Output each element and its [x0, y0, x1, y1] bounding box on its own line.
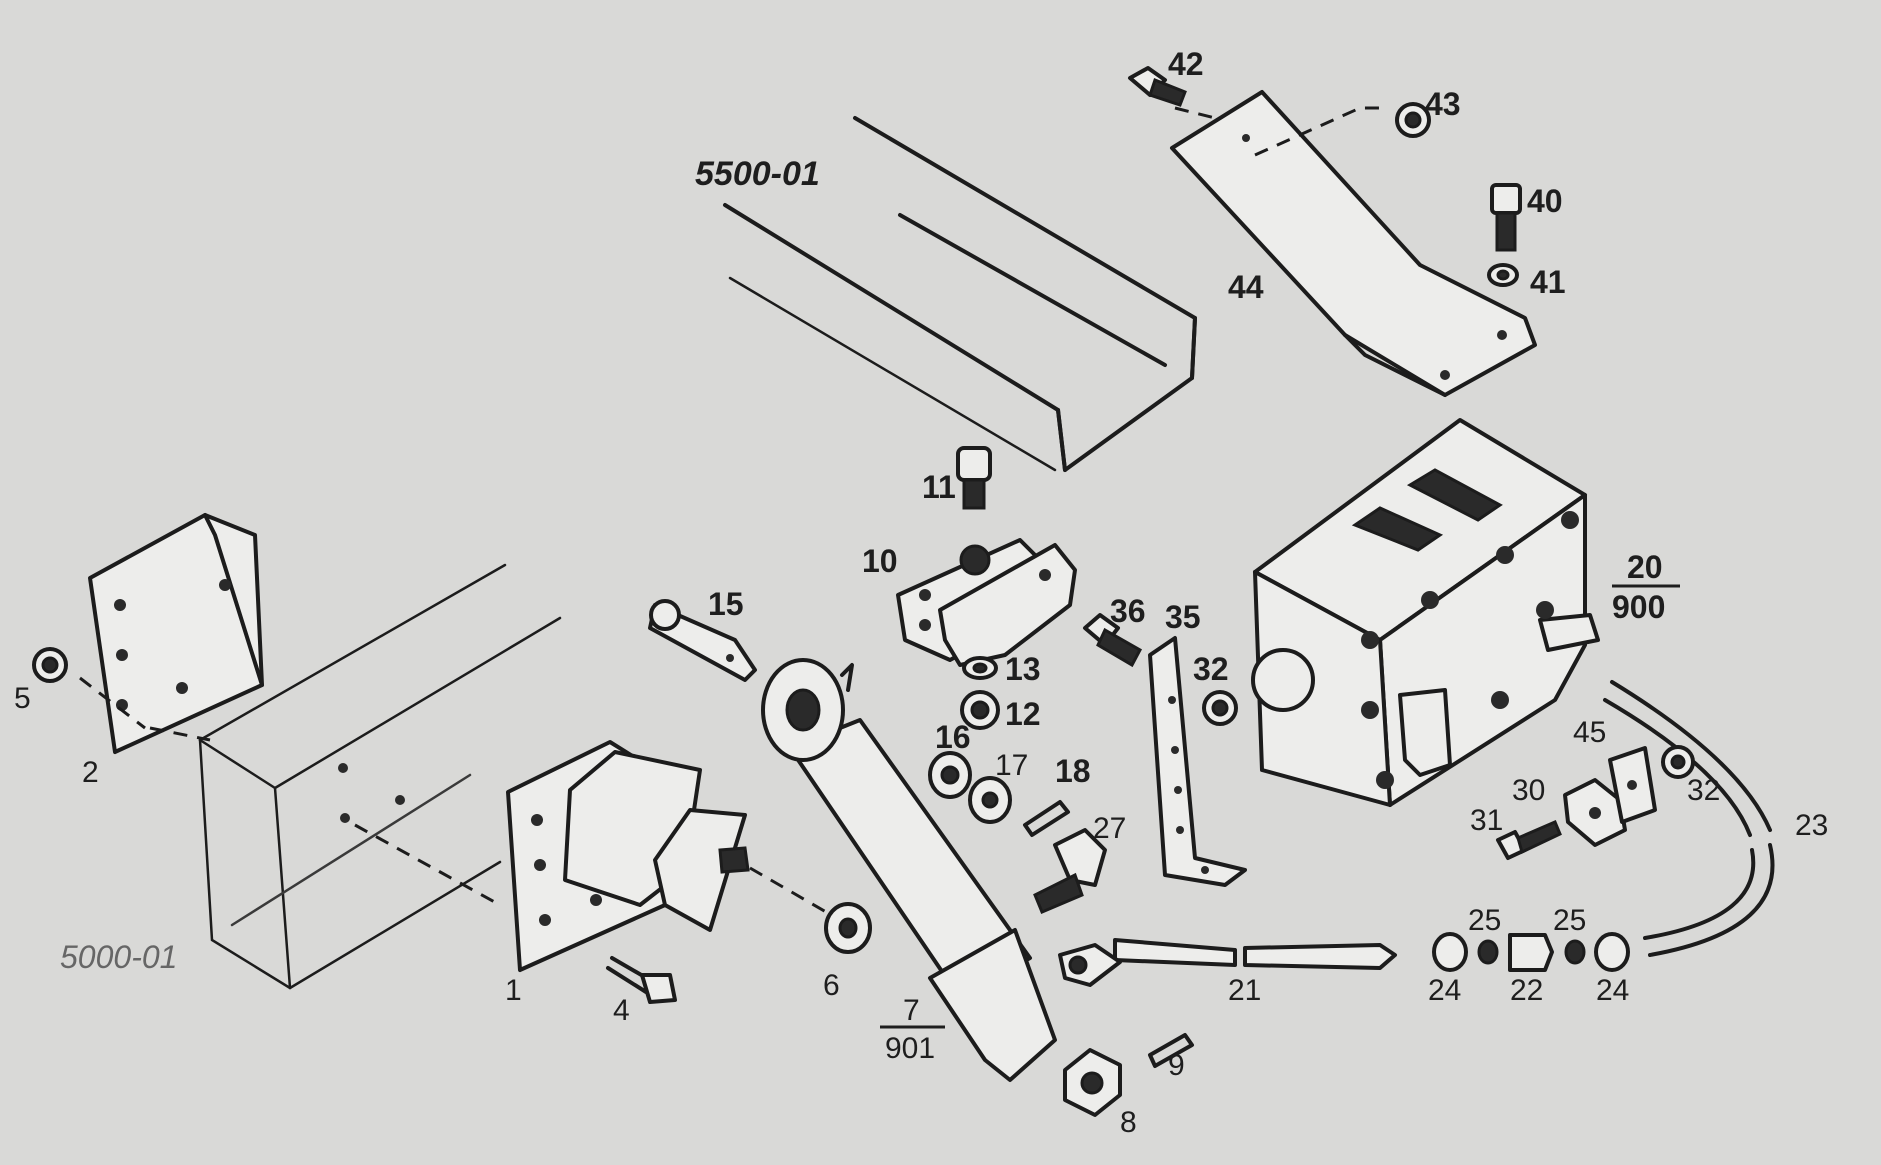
hose-21	[1058, 938, 1397, 987]
pedal-bracket-44	[1170, 90, 1537, 397]
label-901: 901	[885, 1032, 935, 1065]
nut-32-lower	[1661, 745, 1695, 779]
bolt-11	[956, 446, 992, 510]
label-900: 900	[1612, 589, 1665, 625]
bracket-1	[354, 740, 841, 972]
label-21: 21	[1228, 974, 1261, 1007]
label-25-right: 25	[1553, 904, 1586, 937]
ref-label-5500-01: 5500-01	[695, 155, 820, 193]
angle-bracket-35	[1148, 636, 1247, 887]
label-13: 13	[1005, 651, 1041, 687]
fitting-24-right	[1594, 932, 1630, 972]
plate-45	[1608, 746, 1657, 824]
fitting-24-left	[1432, 932, 1468, 972]
bolt-31	[1496, 820, 1562, 860]
label-4: 4	[613, 994, 630, 1027]
label-15: 15	[708, 586, 744, 622]
label-41: 41	[1530, 264, 1566, 300]
label-45: 45	[1573, 716, 1606, 749]
label-24-right: 24	[1596, 974, 1629, 1007]
split-pin-9	[1148, 1033, 1194, 1068]
label-11: 11	[922, 469, 956, 505]
label-32-lower: 32	[1687, 774, 1720, 807]
label-23: 23	[1795, 809, 1828, 842]
label-6: 6	[823, 969, 840, 1002]
nut-12	[960, 690, 1000, 730]
bolt-42	[1128, 66, 1187, 107]
plate-2	[79, 513, 264, 754]
washer-41	[1487, 263, 1519, 287]
bolt-40	[1490, 183, 1522, 252]
label-2: 2	[82, 756, 99, 789]
union-22	[1508, 933, 1554, 972]
label-44: 44	[1228, 269, 1264, 305]
bolt-36	[1083, 613, 1143, 668]
pump-unit-20	[1251, 418, 1600, 807]
label-32-upper: 32	[1193, 651, 1229, 687]
label-20: 20	[1627, 549, 1663, 585]
label-36: 36	[1110, 593, 1146, 629]
label-40: 40	[1527, 183, 1563, 219]
label-31: 31	[1470, 804, 1503, 837]
label-10: 10	[862, 543, 898, 579]
label-18: 18	[1055, 753, 1091, 789]
label-7: 7	[903, 994, 920, 1027]
label-17: 17	[995, 749, 1028, 782]
split-pin-18	[1023, 800, 1070, 837]
label-5: 5	[14, 682, 31, 715]
seal-25-right	[1564, 939, 1586, 965]
part-labels: 5500-01 5000-01 1 2 4 5 6 7 901 8 9 10 1…	[14, 46, 1828, 1139]
washer-6	[824, 902, 872, 954]
label-30: 30	[1512, 774, 1545, 807]
clamp-30	[1563, 778, 1627, 847]
nut-32-upper	[1202, 690, 1238, 726]
ref-label-5000-01: 5000-01	[60, 939, 177, 975]
washer-17	[968, 776, 1012, 824]
pin-15	[648, 599, 757, 682]
washer-16	[928, 751, 972, 799]
nut-43	[1395, 102, 1431, 138]
hose-23	[1603, 680, 1775, 957]
bolt-4	[606, 956, 677, 1004]
label-22: 22	[1510, 974, 1543, 1007]
washer-13	[962, 656, 998, 680]
hydraulic-cylinder-7	[761, 658, 1057, 1082]
label-8: 8	[1120, 1106, 1137, 1139]
castle-nut-8	[1063, 1048, 1122, 1117]
label-12: 12	[1005, 696, 1041, 732]
nut-5	[32, 647, 68, 683]
label-35: 35	[1165, 599, 1201, 635]
lower-frame-beam	[198, 563, 562, 990]
elbow-fitting-27	[1033, 828, 1107, 914]
label-1: 1	[505, 974, 522, 1007]
seal-25-left	[1477, 939, 1499, 965]
label-16: 16	[935, 719, 971, 755]
label-43: 43	[1425, 86, 1461, 122]
label-9: 9	[1168, 1049, 1185, 1082]
label-27: 27	[1093, 812, 1126, 845]
label-42: 42	[1168, 46, 1204, 82]
label-24-left: 24	[1428, 974, 1461, 1007]
clevis-bracket-10	[896, 538, 1077, 667]
upper-channel-beam	[723, 116, 1197, 472]
label-25-left: 25	[1468, 904, 1501, 937]
